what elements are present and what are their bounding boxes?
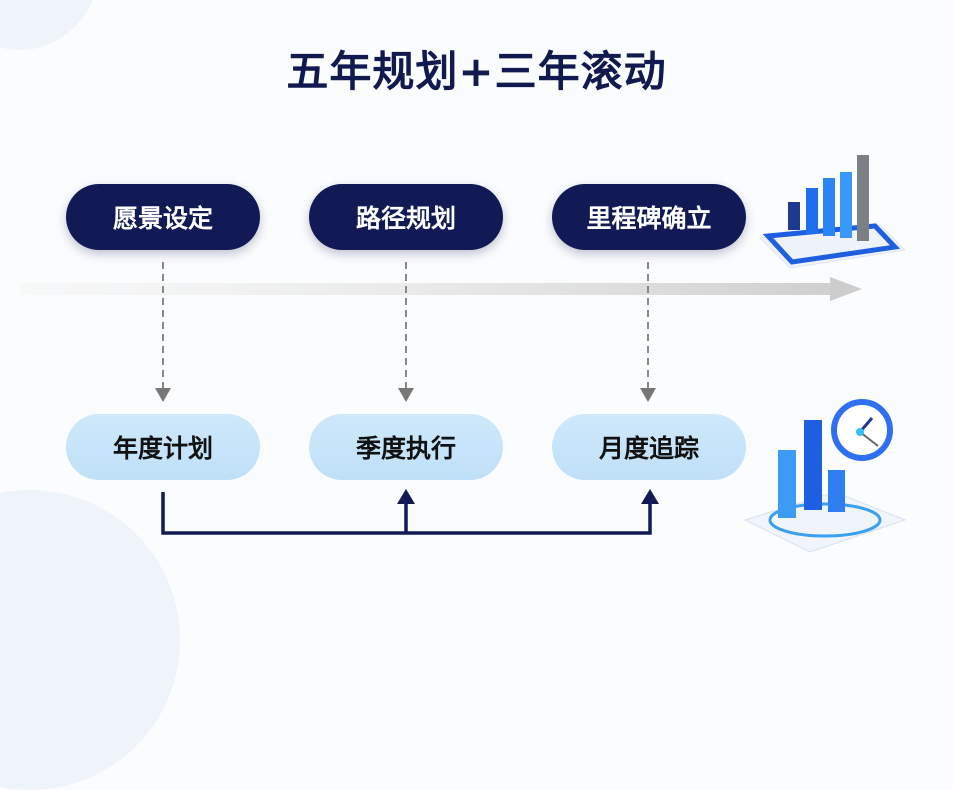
feedback-loop-arrow — [161, 489, 659, 535]
step-label: 月度追踪 — [598, 434, 699, 463]
step-label: 里程碑确立 — [586, 204, 712, 233]
dashed-arrow — [155, 262, 171, 402]
connector-layer — [20, 155, 907, 553]
bar-chart-clock-icon — [743, 399, 907, 553]
timeline-arrow — [20, 277, 862, 301]
step-vision: 愿景设定 — [66, 184, 260, 250]
step-quarterly-execution: 季度执行 — [309, 414, 503, 480]
step-label: 路径规划 — [355, 204, 456, 233]
step-label: 年度计划 — [112, 434, 213, 463]
dashed-arrow — [398, 262, 414, 402]
step-label: 季度执行 — [355, 434, 456, 463]
bar-chart-growth-icon — [758, 155, 907, 269]
page-title: 五年规划+三年滚动 — [286, 47, 667, 96]
dashed-arrow — [640, 262, 656, 402]
step-monthly-tracking: 月度追踪 — [552, 414, 746, 480]
step-milestone: 里程碑确立 — [552, 184, 746, 250]
step-path-planning: 路径规划 — [309, 184, 503, 250]
step-label: 愿景设定 — [112, 204, 213, 233]
step-annual-plan: 年度计划 — [66, 414, 260, 480]
